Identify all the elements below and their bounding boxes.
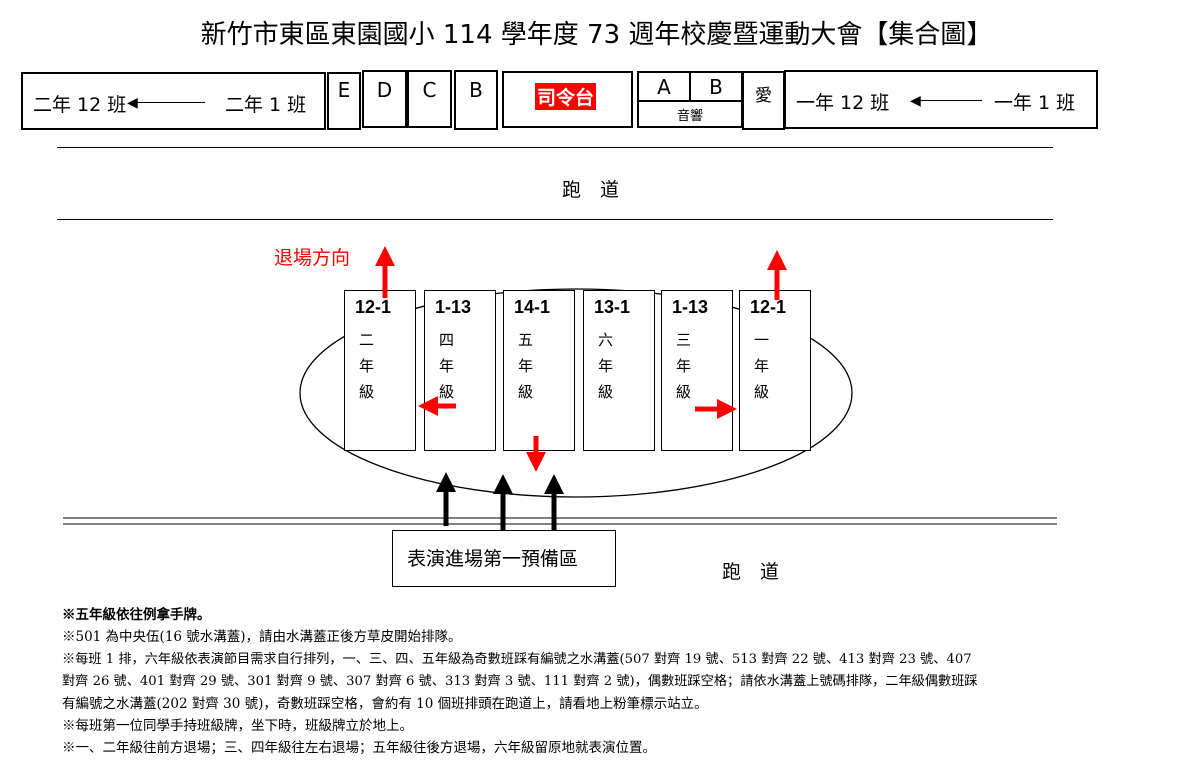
track-line <box>57 219 1053 220</box>
grade1-to: 一年 1 班 <box>994 92 1076 114</box>
stage-label: 司令台 <box>535 83 597 110</box>
grade2-row: 二年 12 班 ◀ 二年 1 班 <box>21 72 326 130</box>
prep-area-box: 表演進場第一預備區 <box>392 530 616 587</box>
track-label-top: 跑 道 <box>562 179 620 201</box>
arrow-left-icon <box>133 102 205 103</box>
track-label-bottom: 跑 道 <box>722 561 780 583</box>
note-5: ※一、二年級往前方退場；三、四年級往左右退場；五年級往後方退場，六年級留原地就表… <box>62 740 656 756</box>
arrowhead-left-icon: ◀ <box>910 93 921 109</box>
exit-direction-label: 退場方向 <box>274 247 351 269</box>
arrowhead-left-icon: ◀ <box>127 95 138 111</box>
note-3-cont: 對齊 26 號、401 對齊 29 號、301 對齊 9 號、307 對齊 6 … <box>62 674 978 689</box>
track-line <box>57 147 1053 148</box>
note-2: ※501 為中央伍(16 號水溝蓋)，請由水溝蓋正後方草皮開始排隊。 <box>62 629 462 645</box>
note-1: ※五年級依往例拿手牌。 <box>62 607 211 623</box>
note-3-cont2: 有編號之水溝蓋(202 對齊 30 號)，奇數班踩空格，會約有 10 個班排頭在… <box>62 696 708 712</box>
grade1-row: 一年 12 班 ◀ 一年 1 班 <box>784 70 1098 129</box>
grade2-to: 二年 1 班 <box>225 94 307 116</box>
note-4: ※每班第一位同學手持班級牌，坐下時，班級牌立於地上。 <box>62 718 413 734</box>
performance-ellipse <box>299 288 853 498</box>
arrow-left-icon <box>916 100 982 101</box>
stage-box: 司令台 <box>502 71 633 128</box>
grade2-from: 二年 12 班 <box>33 94 127 116</box>
area-e: E <box>327 72 361 130</box>
prep-area-label: 表演進場第一預備區 <box>407 548 579 570</box>
area-c: C <box>407 70 452 128</box>
grade1-from: 一年 12 班 <box>796 92 890 114</box>
page-title: 新竹市東區東園國小 114 學年度 73 週年校慶暨運動大會【集合圖】 <box>200 20 993 50</box>
area-b-left: B <box>454 70 498 130</box>
area-d: D <box>362 70 407 128</box>
note-3: ※每班 1 排，六年級依表演節目需求自行排列，一、三、四、五年級為奇數班踩有編號… <box>62 652 972 667</box>
